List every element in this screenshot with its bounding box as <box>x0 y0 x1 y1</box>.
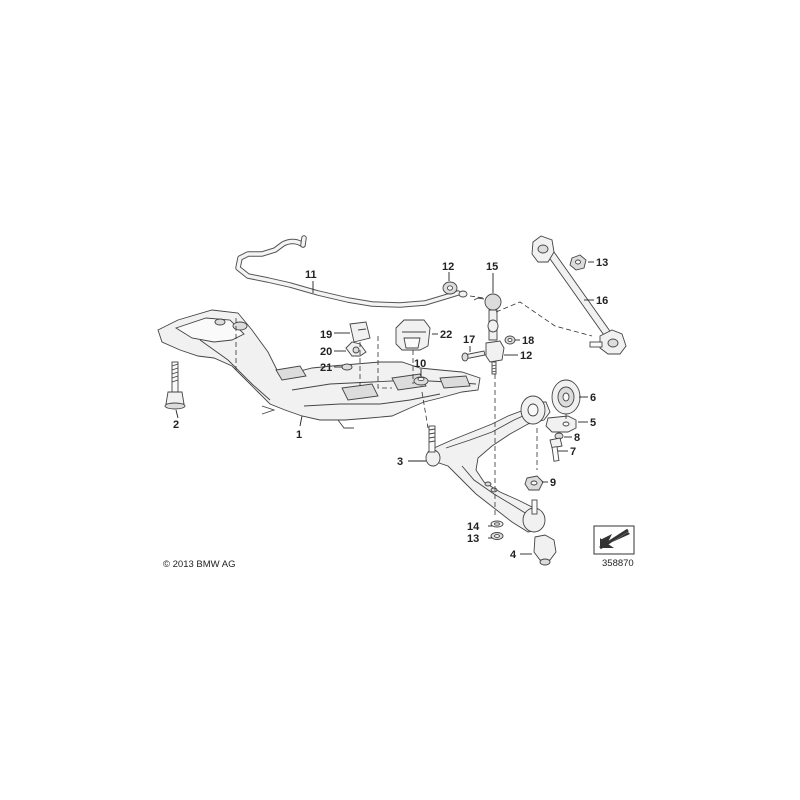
hex-bolt <box>164 361 186 410</box>
image-number: 358870 <box>602 558 634 569</box>
callout-13-upper: 12 <box>442 261 454 273</box>
callout-13-right: 13 <box>596 257 608 269</box>
stabilizer-bar <box>235 235 461 308</box>
callout-6: 6 <box>590 392 596 404</box>
nut-10 <box>413 376 429 386</box>
callout-2: 2 <box>173 419 179 431</box>
nut-21 <box>341 363 353 371</box>
callout-15: 15 <box>486 261 498 273</box>
callout-14: 14 <box>467 521 480 533</box>
callouts: 11 12 15 13 16 19 22 20 21 10 17 18 12 6… <box>173 257 608 561</box>
nut-13-upper <box>442 281 468 298</box>
callout-3: 3 <box>397 456 403 468</box>
nut-13-lower <box>490 532 504 540</box>
leader-lines <box>175 261 594 555</box>
nut-13-right <box>569 254 587 271</box>
stabilizer-link-15 <box>473 293 502 341</box>
callout-13-lower: 13 <box>467 533 479 545</box>
guide-joint-4 <box>522 499 557 566</box>
callout-18: 18 <box>522 335 534 347</box>
bracket-5 <box>545 415 577 433</box>
callout-9: 9 <box>550 477 556 489</box>
rubber-mounting-22 <box>395 319 431 351</box>
callout-22: 22 <box>440 329 452 341</box>
copyright-text: © 2013 BMW AG <box>163 559 235 570</box>
callout-20: 20 <box>320 346 332 358</box>
rubber-mounting-19 <box>349 321 371 343</box>
screw-7 <box>549 437 563 462</box>
clamp-20 <box>345 341 367 357</box>
callout-21: 21 <box>320 362 332 374</box>
bolt-17 <box>461 350 486 362</box>
callout-8: 8 <box>574 432 580 444</box>
callout-5: 5 <box>590 417 596 429</box>
bracket-12 <box>485 340 505 375</box>
callout-17: 17 <box>463 334 475 346</box>
callout-4: 4 <box>510 549 517 561</box>
callout-11: 11 <box>305 269 317 281</box>
callout-12: 12 <box>520 350 532 362</box>
nut-9 <box>524 475 544 491</box>
callout-7: 7 <box>570 446 576 458</box>
front-axle-carrier <box>157 309 481 429</box>
washer-14 <box>490 520 504 528</box>
callout-1: 1 <box>296 429 302 441</box>
callout-10: 10 <box>414 358 426 370</box>
rubber-mounting-6 <box>551 379 581 415</box>
callout-19: 19 <box>320 329 332 341</box>
direction-arrow-icon <box>593 525 635 555</box>
callout-16: 16 <box>596 295 608 307</box>
assembly-lines <box>235 295 593 518</box>
stabilizer-link-16 <box>531 235 627 355</box>
nut-18 <box>504 335 516 345</box>
